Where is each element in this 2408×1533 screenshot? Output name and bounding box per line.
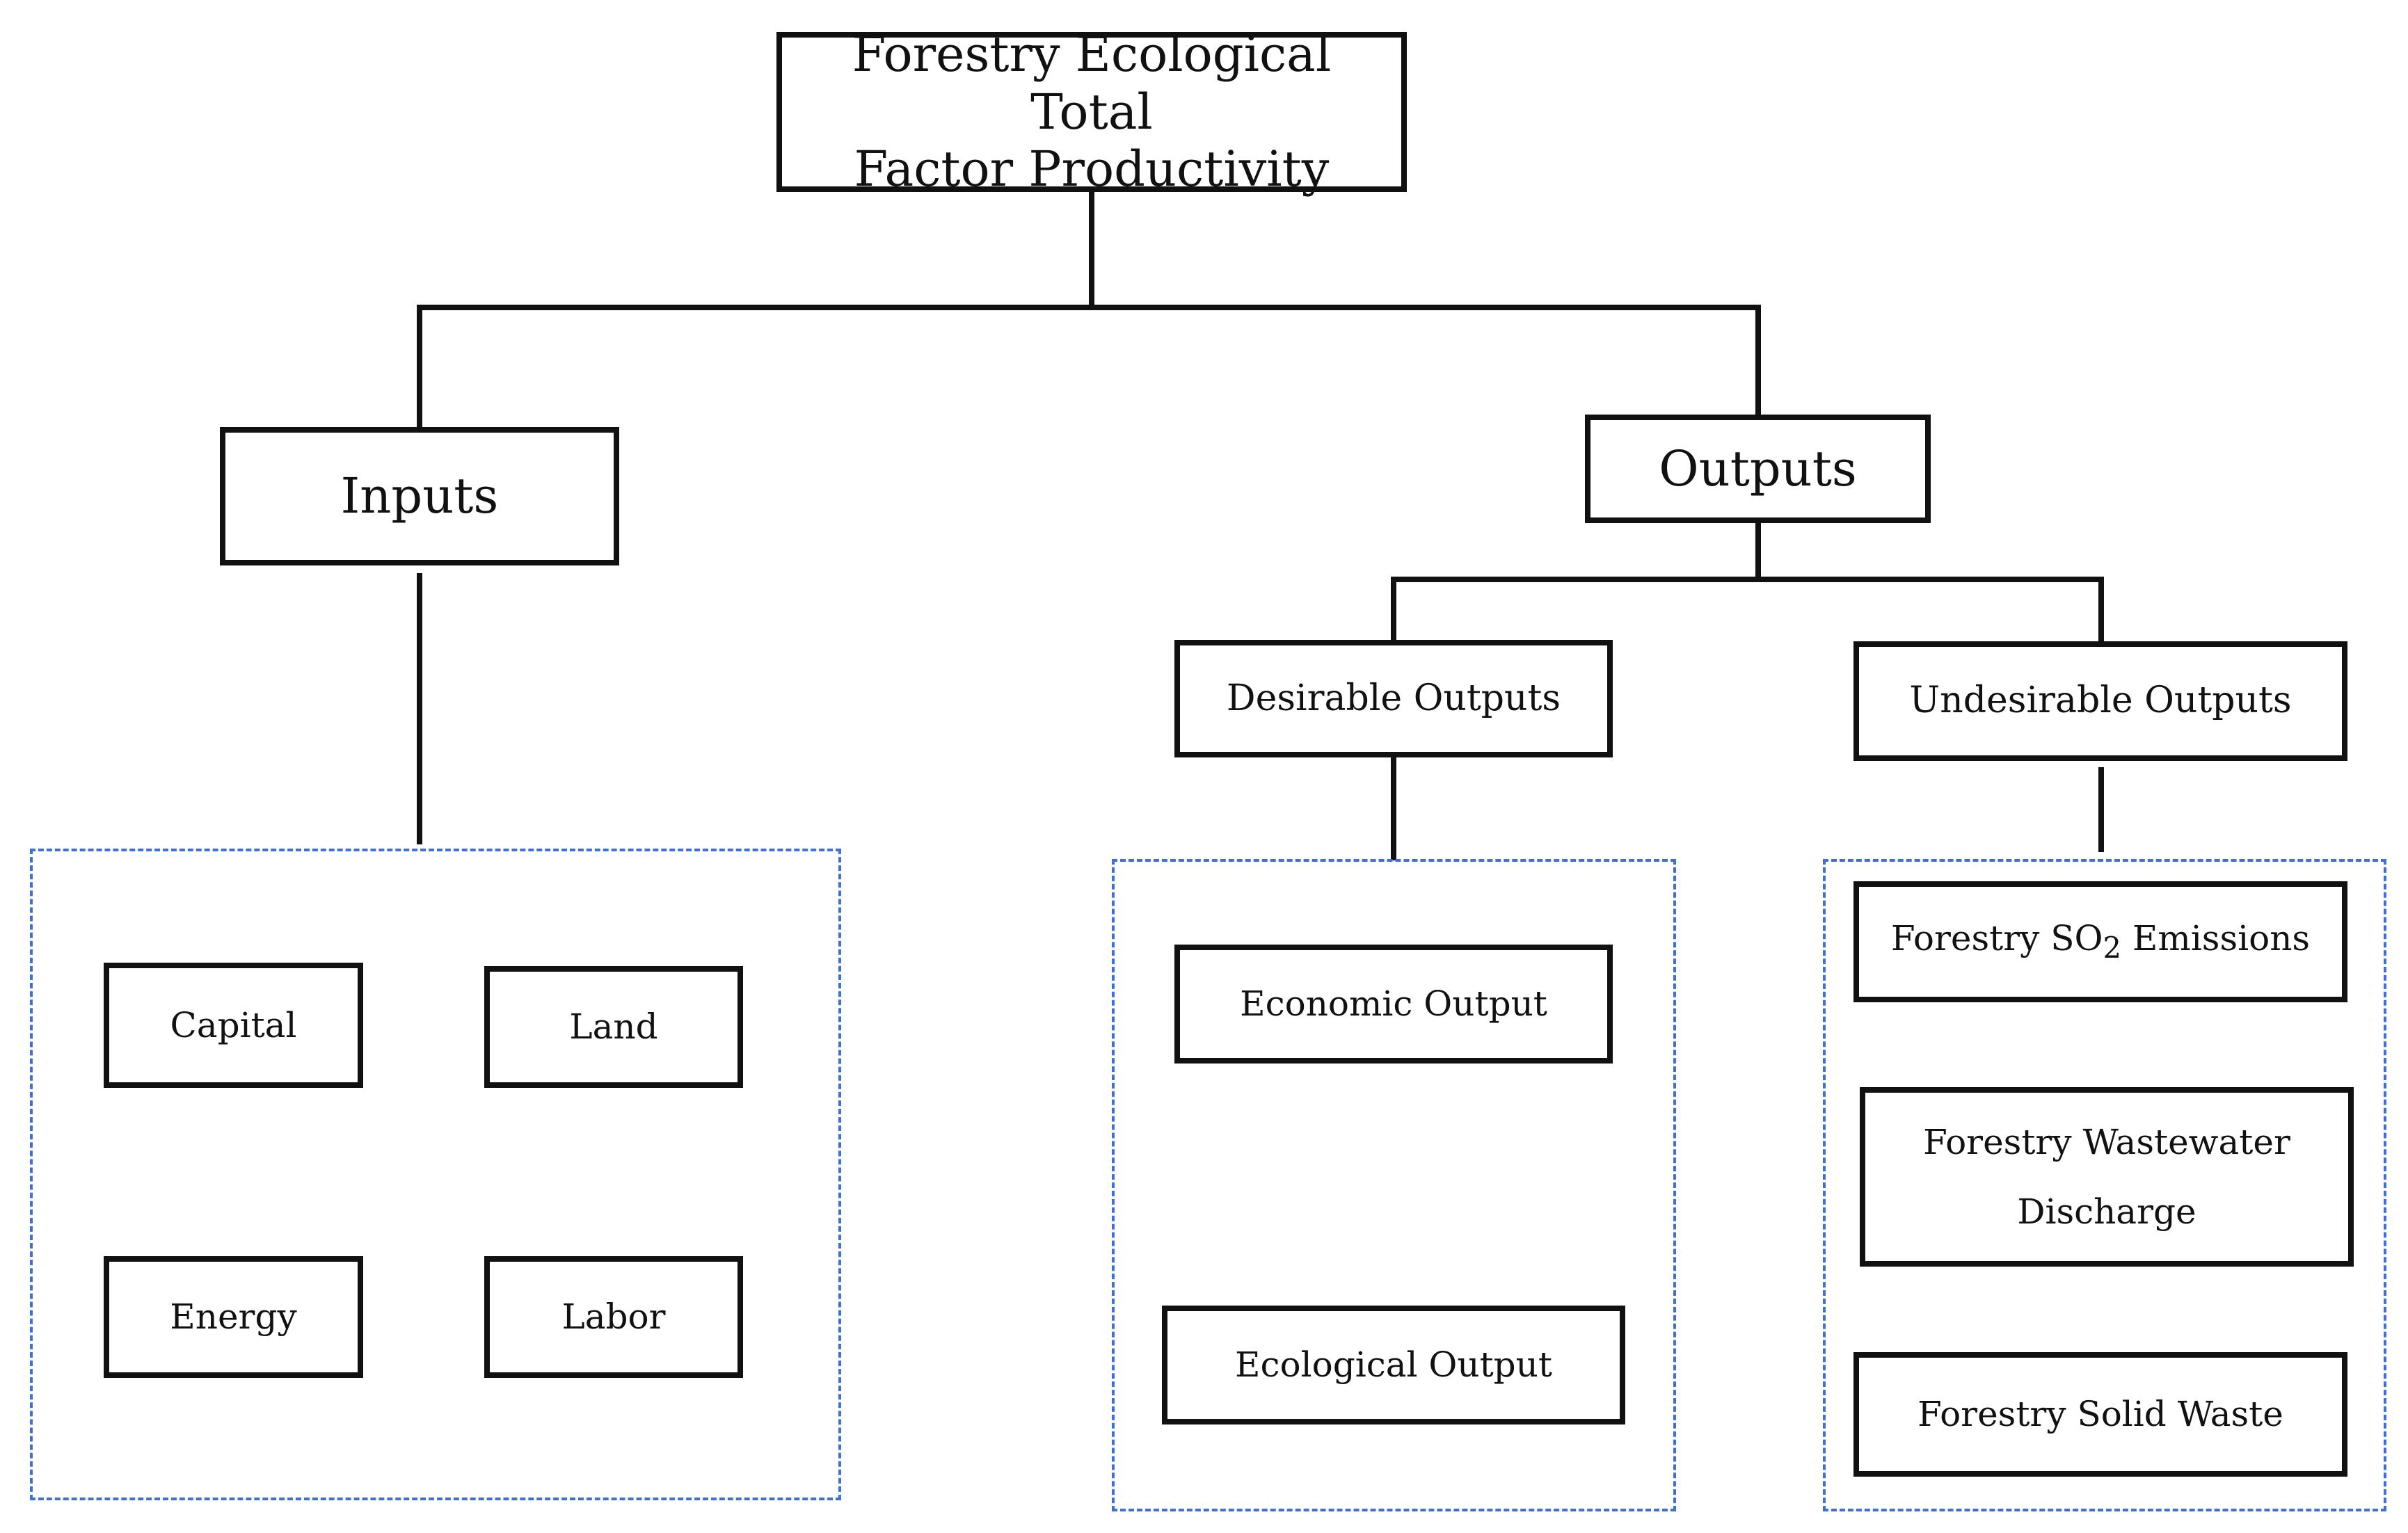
inputs-group — [30, 849, 841, 1500]
economic-output-box: Economic Output — [1174, 945, 1613, 1064]
capital-label: Capital — [170, 1004, 297, 1045]
forestry-so2-emissions-box: Forestry SO2 Emissions — [1853, 881, 2347, 1002]
inputs-box: Inputs — [220, 427, 619, 565]
root-to-branches-connector — [417, 189, 1761, 430]
root-box: Forestry Ecological Total Factor Product… — [776, 26, 1407, 198]
ecological-output-label: Ecological Output — [1235, 1345, 1552, 1385]
land-label: Land — [569, 1006, 658, 1047]
capital-box: Capital — [104, 963, 363, 1088]
outputs-to-subbranches-connector — [1391, 520, 2104, 644]
land-box: Land — [484, 966, 743, 1088]
wastewater-line-2: Discharge — [2017, 1191, 2196, 1232]
forestry-solid-waste-label: Forestry Solid Waste — [1917, 1394, 2283, 1434]
so2-suffix: Emissions — [2121, 918, 2311, 959]
ecological-output-box: Ecological Output — [1162, 1306, 1625, 1424]
economic-output-label: Economic Output — [1240, 984, 1547, 1024]
labor-label: Labor — [561, 1297, 666, 1337]
forestry-wastewater-discharge-box: Forestry Wastewater Discharge — [1860, 1087, 2354, 1267]
so2-prefix: Forestry SO — [1890, 918, 2103, 959]
outputs-label: Outputs — [1659, 440, 1857, 497]
desirable-outputs-label: Desirable Outputs — [1226, 677, 1561, 719]
root-label-line-1: Forestry Ecological Total — [852, 26, 1332, 141]
inputs-label: Inputs — [340, 467, 499, 525]
outputs-box: Outputs — [1585, 415, 1931, 523]
undesirable-outputs-group — [1823, 859, 2386, 1511]
energy-box: Energy — [104, 1256, 363, 1378]
desirable-outputs-group — [1112, 859, 1676, 1511]
undesirable-outputs-label: Undesirable Outputs — [1909, 680, 2292, 722]
forestry-so2-emissions-label: Forestry SO2 Emissions — [1891, 918, 2310, 965]
root-label: Forestry Ecological Total Factor Product… — [797, 26, 1386, 198]
forestry-wastewater-discharge-label: Forestry Wastewater Discharge — [1923, 1107, 2290, 1246]
forestry-solid-waste-box: Forestry Solid Waste — [1853, 1352, 2347, 1477]
labor-box: Labor — [484, 1256, 743, 1378]
root-label-line-2: Factor Productivity — [854, 141, 1330, 198]
wastewater-line-1: Forestry Wastewater — [1923, 1122, 2290, 1162]
energy-label: Energy — [170, 1297, 297, 1337]
so2-subscript: 2 — [2103, 931, 2122, 965]
desirable-outputs-box: Desirable Outputs — [1174, 640, 1613, 757]
undesirable-outputs-box: Undesirable Outputs — [1853, 641, 2347, 761]
